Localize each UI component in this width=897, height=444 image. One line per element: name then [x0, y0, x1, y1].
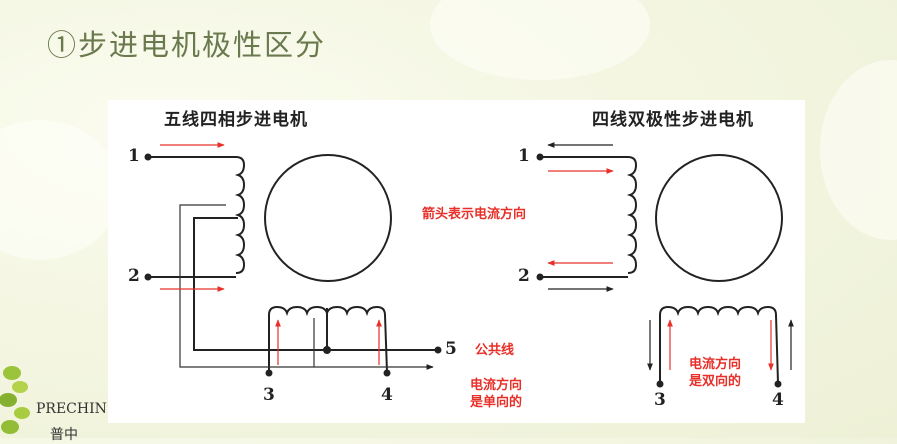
right-direction-note: 电流方向 是双向的 — [689, 356, 741, 390]
right-note-line-1: 电流方向 — [689, 357, 742, 372]
right-pin-4-label: 4 — [772, 390, 784, 410]
left-motor — [144, 153, 442, 377]
right-motor — [536, 153, 783, 388]
right-pin-1-label: 1 — [518, 146, 530, 166]
left-note-line-2: 是单向的 — [470, 395, 523, 410]
common-wire-label: 公共线 — [475, 343, 515, 358]
arrow-legend-note: 箭头表示电流方向 — [422, 207, 527, 222]
leaf-decoration-icon — [0, 366, 30, 434]
footer-brand: PRECHIN — [36, 401, 107, 417]
left-pin-4-label: 4 — [381, 385, 393, 405]
left-direction-note: 电流方向 是单向的 — [470, 377, 522, 411]
right-note-line-2: 是双向的 — [689, 374, 742, 389]
left-pin-5-label: 5 — [445, 339, 457, 359]
diagram-panel: 五线四相步进电机 四线双极性步进电机 — [108, 100, 805, 423]
right-diagram-title: 四线双极性步进电机 — [592, 110, 754, 130]
right-pin-3-label: 3 — [654, 390, 666, 410]
left-diagram-title: 五线四相步进电机 — [164, 110, 308, 130]
right-pin-2-label: 2 — [518, 266, 530, 286]
left-pin-2-label: 2 — [128, 266, 140, 286]
left-pin-1-label: 1 — [128, 146, 140, 166]
footer-brand-cn: 普中 — [50, 427, 78, 443]
background-decoration — [820, 60, 897, 240]
wiring-diagram — [144, 142, 794, 388]
background-decoration — [430, 0, 650, 80]
left-pin-3-label: 3 — [263, 385, 275, 405]
slide-title: ①步进电机极性区分 — [47, 28, 327, 62]
left-note-line-1: 电流方向 — [470, 378, 523, 393]
background-decoration — [0, 120, 120, 260]
